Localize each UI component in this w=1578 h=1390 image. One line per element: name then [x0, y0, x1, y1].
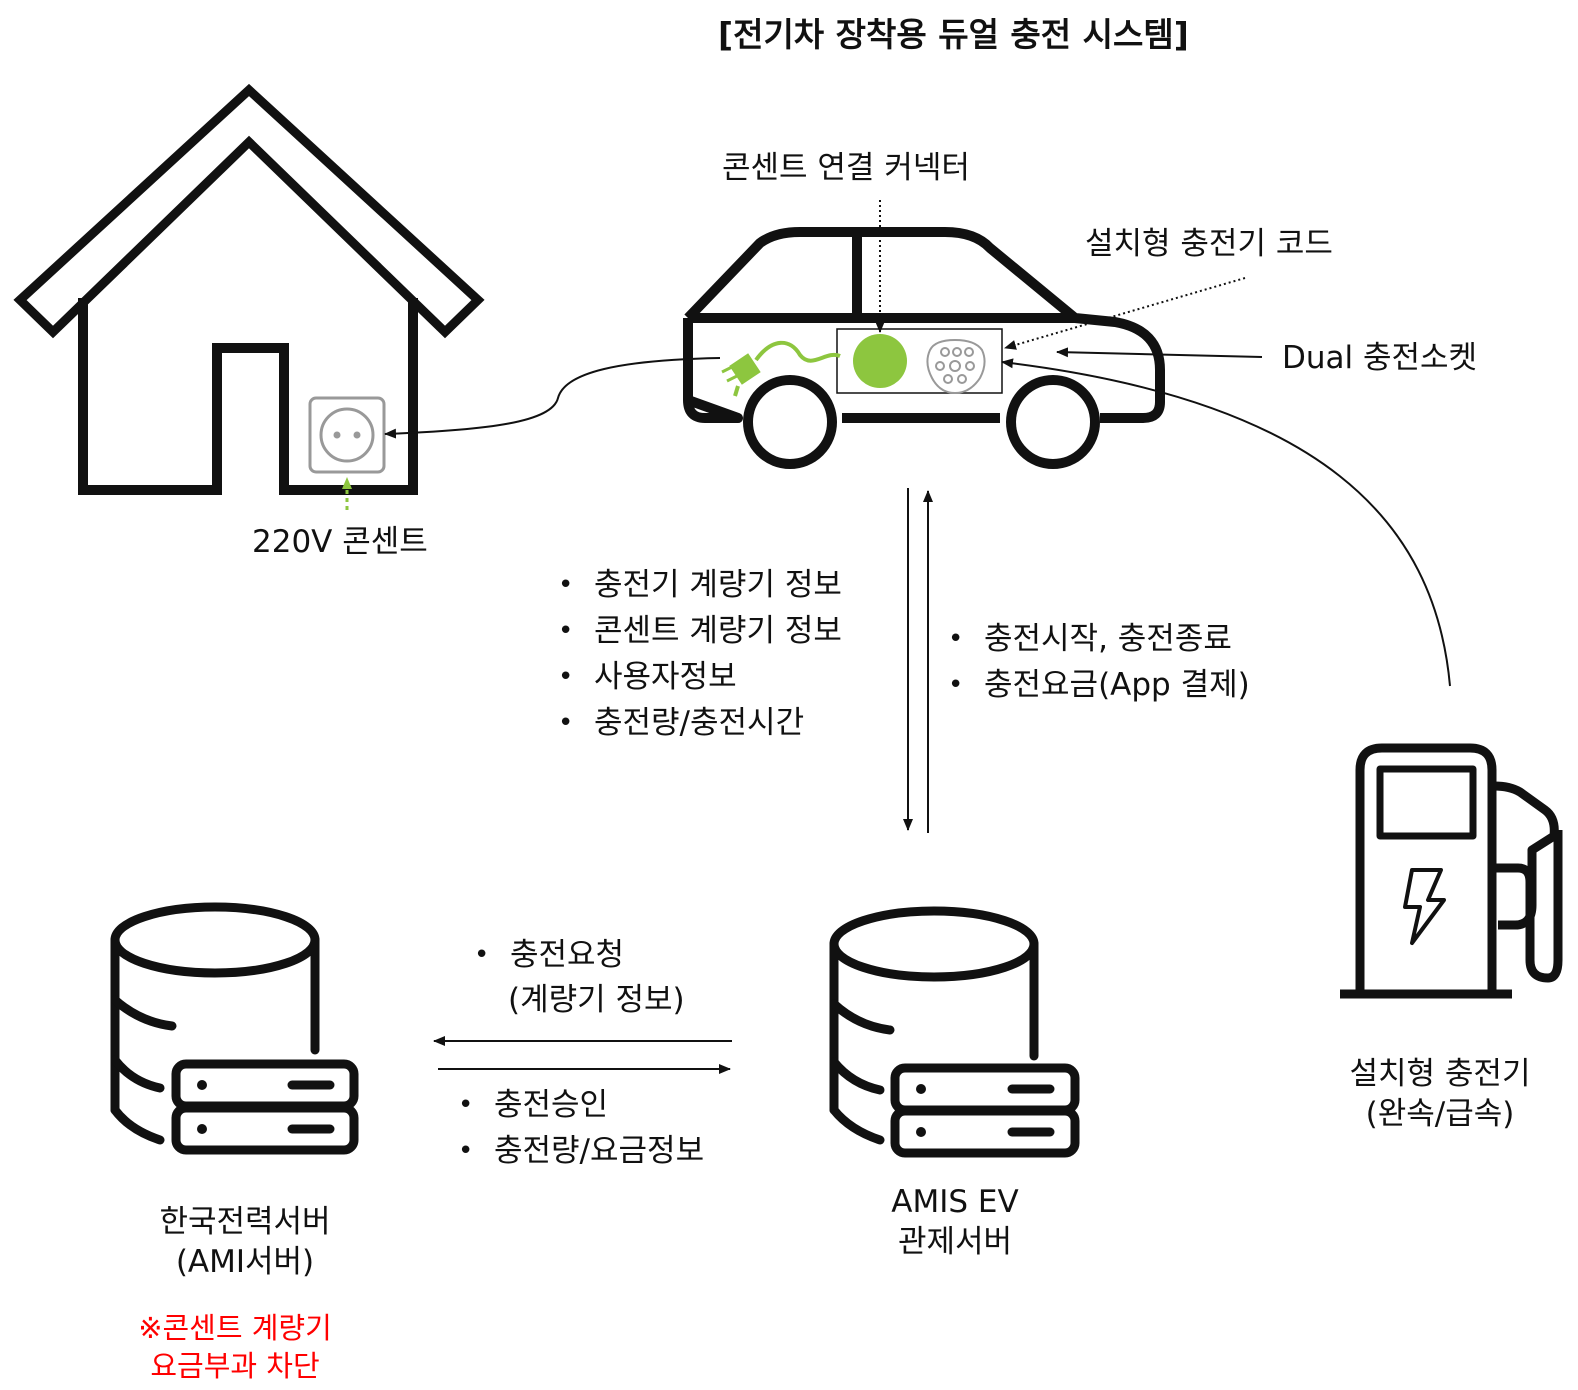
lightning-bolt-icon	[1403, 868, 1446, 945]
charger-name: 설치형 충전기	[1349, 1056, 1531, 1092]
note-line-2: 요금부과 차단	[150, 1348, 320, 1383]
installed-cord-label: 설치형 충전기 코드	[1085, 226, 1333, 262]
charger-label: 설치형 충전기 (완속/급속)	[1320, 1054, 1560, 1135]
plug-cable	[384, 357, 721, 439]
charging-station-icon	[1340, 743, 1563, 999]
list-item: 충전량/충전시간	[558, 700, 842, 746]
connector-plug-icon	[853, 334, 907, 388]
kepco-name: 한국전력서버	[159, 1204, 331, 1240]
dual-socket-leader	[1056, 347, 1263, 358]
kepco-to-amis-list: 충전승인 충전량/요금정보	[458, 1082, 704, 1174]
amis-to-kepco-sub: (계량기 정보)	[508, 982, 685, 1018]
car-to-server-list: 충전기 계량기 정보 콘센트 계량기 정보 사용자정보 충전량/충전시간	[558, 562, 842, 746]
list-item: 충전요금(App 결제)	[948, 662, 1250, 708]
status-led	[197, 1080, 207, 1090]
amis-name: AMIS EV	[891, 1184, 1019, 1220]
amis-server-icon	[829, 906, 1080, 1158]
status-led	[916, 1127, 926, 1137]
status-led	[916, 1084, 926, 1094]
kepco-sub: (AMI서버)	[175, 1244, 315, 1281]
status-led	[197, 1124, 207, 1134]
house-icon	[13, 83, 485, 495]
installed-cord-leader	[1004, 277, 1246, 350]
wall-outlet-icon	[308, 396, 386, 474]
server-to-car-list: 충전시작, 충전종료 충전요금(App 결제)	[948, 616, 1250, 708]
list-item: 충전시작, 충전종료	[948, 616, 1250, 662]
list-item: 콘센트 계량기 정보	[558, 608, 842, 654]
list-item: 충전기 계량기 정보	[558, 562, 842, 608]
outlet-220v-label: 220V 콘센트	[252, 524, 428, 560]
kepco-note: ※콘센트 계량기 요금부과 차단	[110, 1310, 360, 1385]
dual-socket-label: Dual 충전소켓	[1282, 340, 1478, 376]
kepco-label: 한국전력서버 (AMI서버)	[110, 1202, 380, 1283]
green-plug-icon	[721, 340, 841, 397]
list-item: 충전요청	[474, 932, 624, 978]
list-item: 충전승인	[458, 1082, 704, 1128]
amis-sub: 관제서버	[897, 1224, 1013, 1261]
list-item: 사용자정보	[558, 654, 842, 700]
charger-type: (완속/급속)	[1365, 1096, 1515, 1133]
list-item: 충전량/요금정보	[458, 1128, 704, 1174]
page-title: [전기차 장착용 듀얼 충전 시스템]	[718, 15, 1189, 54]
amis-to-kepco-list: 충전요청	[474, 932, 624, 978]
kepco-server-icon	[110, 902, 359, 1155]
connector-label: 콘센트 연결 커넥터	[722, 150, 970, 186]
amis-label: AMIS EV 관제서버	[830, 1182, 1080, 1263]
charging-socket-icon	[926, 338, 986, 395]
note-line-1: ※콘센트 계량기	[138, 1311, 332, 1345]
charger-cable	[1001, 358, 1451, 687]
